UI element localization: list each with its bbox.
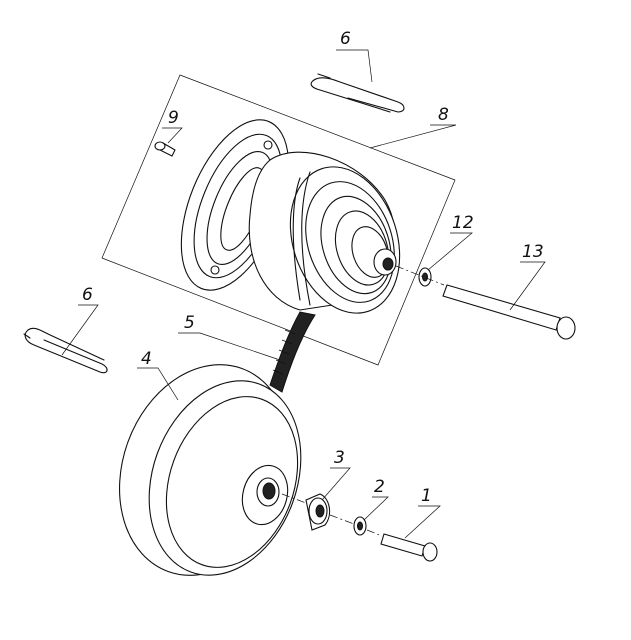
axis-line-upper [395, 265, 445, 286]
callout-12: 12 [452, 213, 474, 233]
axis-line-lower [281, 493, 383, 537]
callout-3: 3 [334, 448, 345, 468]
washer-part-2 [353, 516, 367, 536]
driven-pulley-drum [248, 151, 401, 314]
bolt-part-13 [442, 284, 576, 340]
callout-6-left: 6 [82, 285, 93, 305]
drive-pulley [118, 364, 302, 576]
callout-13: 13 [522, 242, 544, 262]
assembly-frame [101, 74, 456, 366]
washer-part-12 [418, 267, 432, 287]
callout-8: 8 [438, 105, 449, 125]
callout-4: 4 [141, 349, 152, 369]
callout-2: 2 [374, 477, 385, 497]
callout-5: 5 [184, 313, 195, 333]
toothed-belt [269, 311, 316, 393]
hairpin-clip-top [310, 73, 405, 113]
leader-lines [61, 49, 546, 539]
screw-part-9 [154, 141, 176, 157]
callout-1: 1 [421, 486, 432, 506]
callout-6-top: 6 [340, 29, 351, 49]
hairpin-clip-left [23, 327, 108, 374]
callout-9: 9 [168, 108, 179, 128]
bushing-part-3 [305, 493, 331, 531]
bolt-part-1 [380, 533, 438, 562]
